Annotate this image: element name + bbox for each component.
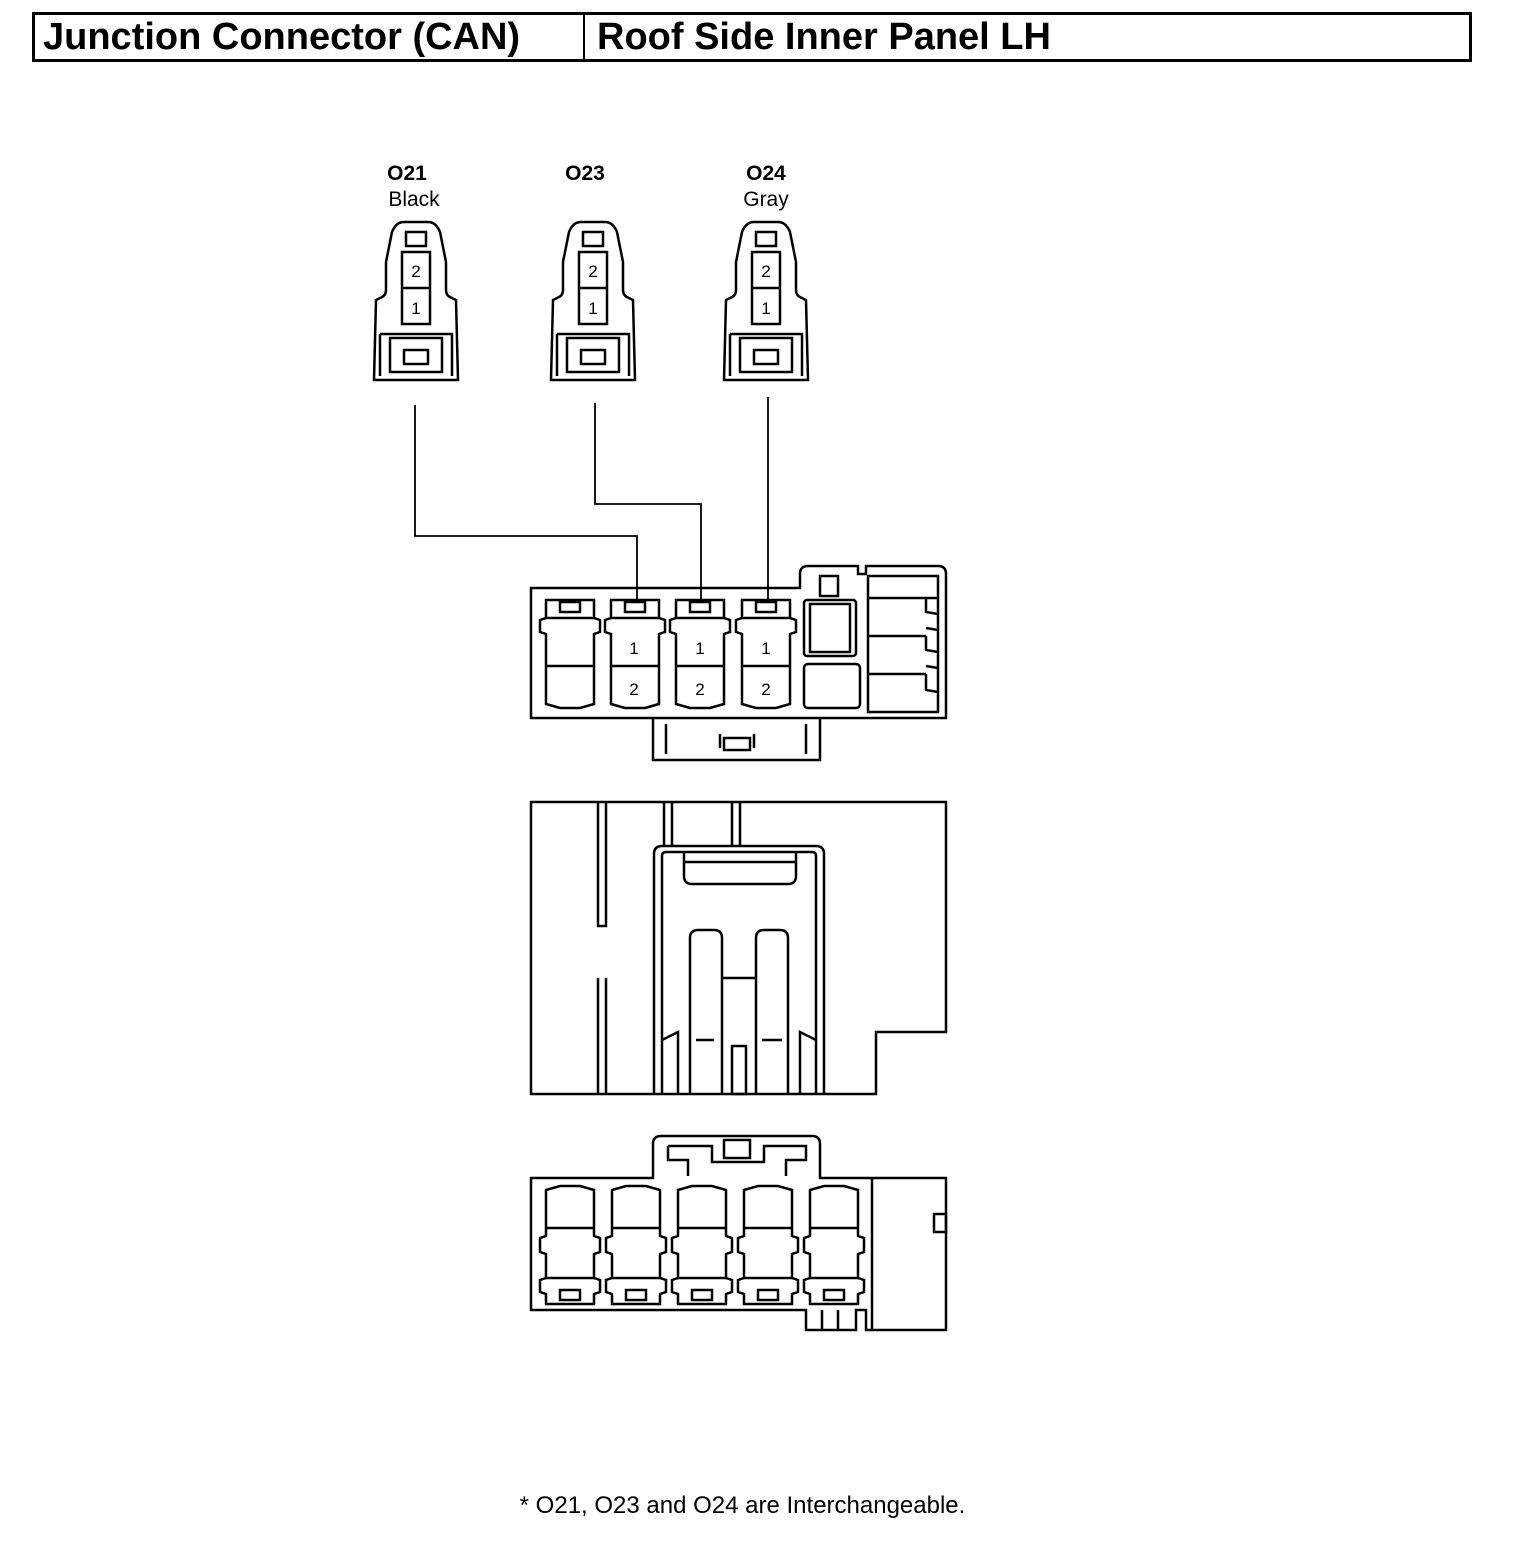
connector-o23 [549,220,637,382]
junction-block-top [529,800,948,1096]
leader-line-o21 [414,405,638,600]
block-cavity-2-top: 1 [695,639,704,658]
connector-o24-id: O24 [746,162,786,185]
connector-o23-id: O23 [565,162,605,185]
header-table: Junction Connector (CAN) Roof Side Inner… [32,12,1472,62]
connector-o21 [372,220,460,382]
leader-line-o23 [594,403,702,600]
o23-pin-1: 1 [588,299,597,318]
block-cavity-2-bottom: 2 [695,680,704,699]
connector-o21-id: O21 [387,162,427,185]
o24-pin-2: 2 [761,262,770,281]
o24-pin-1: 1 [761,299,770,318]
connector-o24 [722,220,810,382]
block-cavity-1-top: 1 [629,639,638,658]
leader-lines [414,397,769,600]
component-name: Junction Connector (CAN) [35,15,585,59]
o23-pin-2: 2 [588,262,597,281]
connector-o21-color: Black [388,188,440,211]
block-cavity-3-top: 1 [761,639,770,658]
interchangeable-note: * O21, O23 and O24 are Interchangeable. [519,1492,966,1519]
junction-block-rear [529,1134,948,1332]
o21-pin-2: 2 [411,262,420,281]
block-cavity-3-bottom: 2 [761,680,770,699]
connector-o24-color: Gray [743,188,789,211]
junction-block-front [529,564,948,762]
component-location: Roof Side Inner Panel LH [597,15,1051,58]
o21-pin-1: 1 [411,299,420,318]
block-cavity-1-bottom: 2 [629,680,638,699]
